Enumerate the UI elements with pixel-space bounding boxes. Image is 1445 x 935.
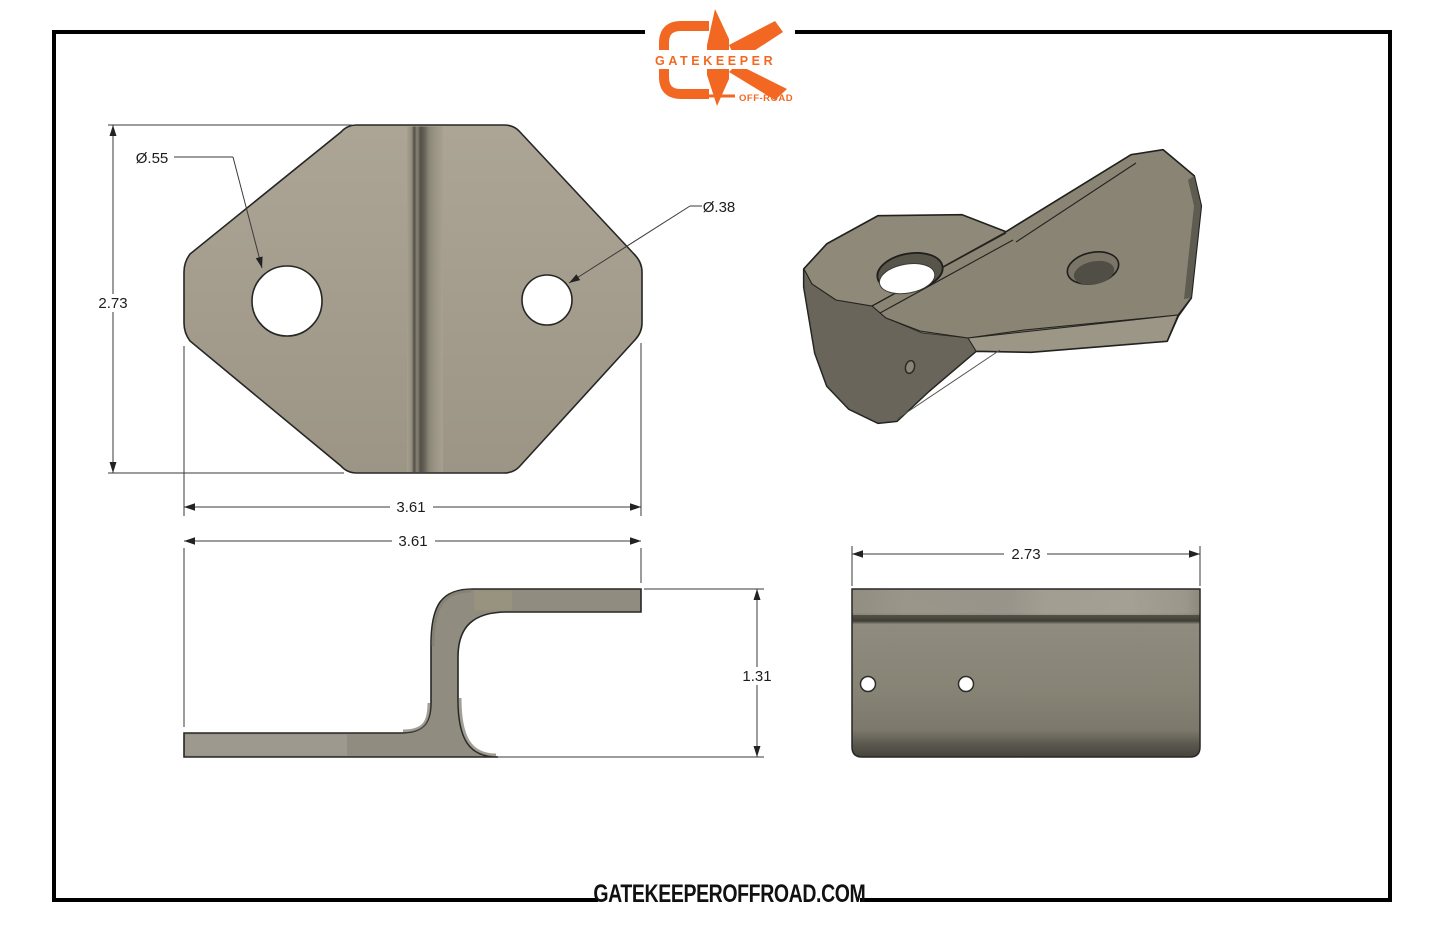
side-width-label: 3.61 (398, 533, 427, 550)
end-hole-1 (859, 675, 877, 693)
end-width-dimension: 2.73 (851, 545, 1201, 586)
iso-small-hole (1066, 251, 1120, 285)
z-bend-shade-2 (431, 589, 472, 647)
end-body (851, 588, 1201, 758)
z-flange-light-segment (474, 590, 512, 611)
front-height-label: 2.73 (98, 295, 127, 312)
z-profile (183, 588, 642, 758)
z-bend-shade-3 (458, 697, 497, 757)
front-view: 2.73 3.61 Ø.55 Ø.38 (92, 124, 736, 516)
iso-large-hole (876, 252, 944, 295)
bend-zone (407, 126, 443, 472)
large-hole-callout: Ø.55 (136, 150, 263, 269)
website-footer: GATEKEEPEROFFROAD.COM (593, 876, 865, 912)
brand-logo: GATEKEEPER OFF-ROAD (645, 5, 795, 108)
logo-subtext: OFF-ROAD (739, 93, 793, 104)
side-height-dimension: 1.31 (736, 589, 779, 757)
z-bend-shade-1 (402, 702, 431, 733)
small-hole (521, 274, 573, 326)
gatekeeper-logo-icon: GATEKEEPER OFF-ROAD (651, 9, 793, 106)
side-view: 3.61 1.31 (183, 532, 779, 758)
front-width-dimension: 3.61 (183, 343, 642, 516)
logo-k-lower-arm (729, 64, 787, 100)
large-hole-label: Ø.55 (136, 150, 169, 167)
front-height-dimension: 2.73 (92, 124, 352, 474)
end-width-label: 2.73 (1011, 546, 1040, 563)
end-view: 2.73 (851, 545, 1201, 758)
website-url: GATEKEEPEROFFROAD.COM (592, 879, 866, 908)
small-hole-callout: Ø.38 (568, 199, 736, 284)
end-top-band (853, 590, 1199, 615)
z-strip-light-segment (185, 734, 347, 756)
isometric-view (802, 148, 1203, 425)
side-height-label: 1.31 (742, 668, 771, 685)
large-hole (251, 265, 323, 337)
small-hole-label: Ø.38 (703, 199, 736, 216)
front-width-label: 3.61 (396, 499, 425, 516)
end-hole-2 (957, 675, 975, 693)
logo-wordmark: GATEKEEPER (655, 54, 776, 68)
iso-front-edge-band (967, 314, 1179, 353)
logo-text-band (651, 50, 791, 69)
side-width-dimension: 3.61 (183, 532, 642, 727)
iso-web-hole (904, 359, 916, 375)
iso-inner-edge-line (896, 349, 1001, 420)
iso-right-edge (1184, 176, 1201, 299)
